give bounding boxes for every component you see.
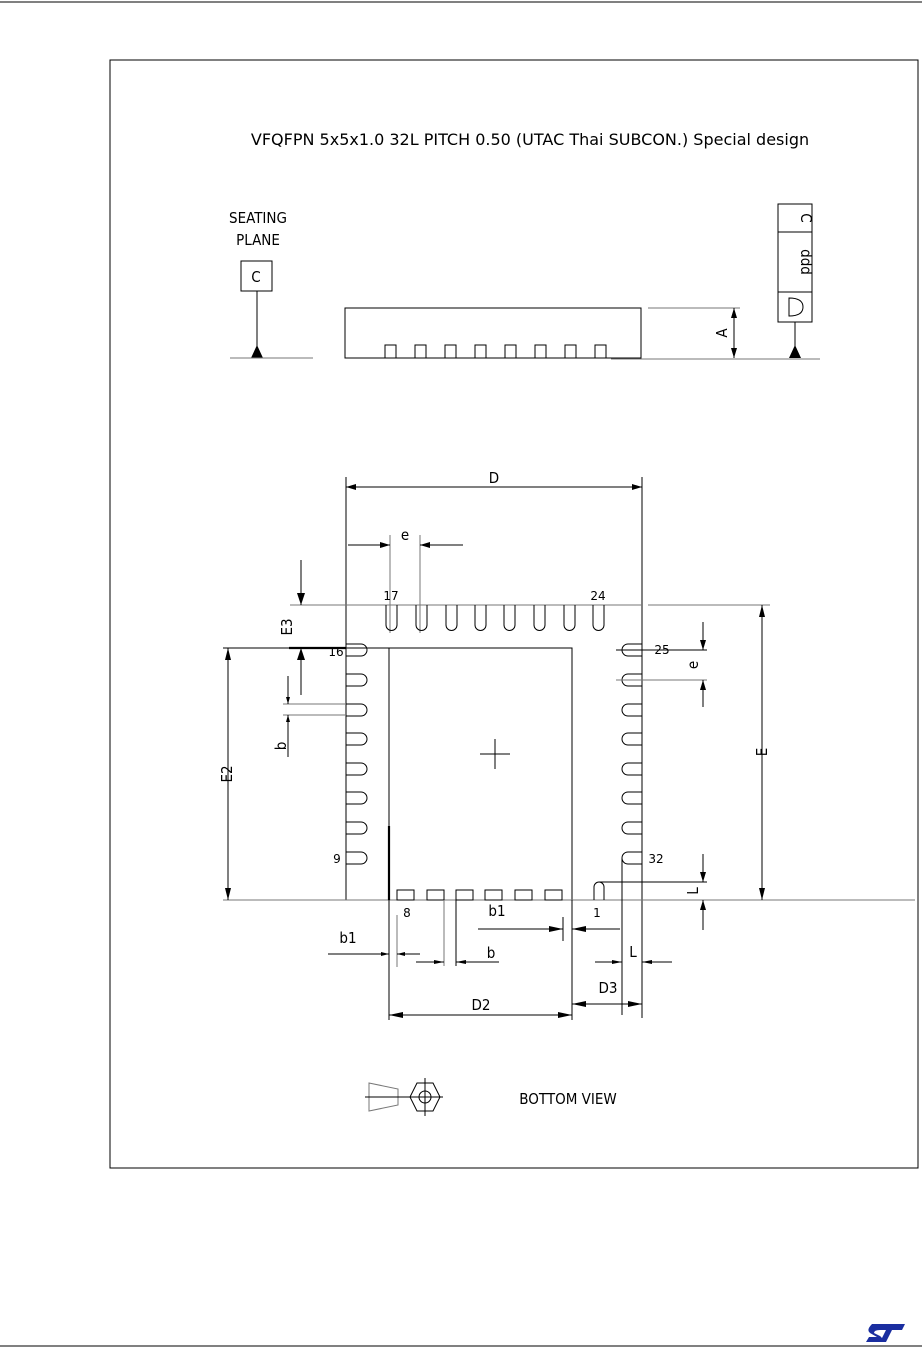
drawing-title: VFQFPN 5x5x1.0 32L PITCH 0.50 (UTAC Thai…: [251, 130, 809, 149]
projection-symbol-icon: [365, 1078, 443, 1116]
seating-plane-label-2: PLANE: [236, 231, 280, 249]
dim-l-right-label: L: [684, 887, 702, 895]
view-label: BOTTOM VIEW: [519, 1090, 616, 1108]
dim-e-top-label: e: [401, 526, 409, 544]
dim-d-label: D: [489, 469, 499, 487]
pin-9-label: 9: [333, 852, 341, 866]
pin-32-label: 32: [648, 852, 663, 866]
pin-1-lead: [593, 881, 605, 900]
st-logo: [866, 1324, 905, 1342]
pin-24-label: 24: [590, 589, 605, 603]
right-leads: [621, 643, 642, 865]
dim-l-bottom-label: L: [629, 943, 637, 961]
control-frame-datum: C: [797, 213, 815, 222]
bottom-view: D e 17 24 E3: [218, 469, 915, 1116]
pin-1-label: 1: [593, 906, 601, 920]
dim-b-left-label: b: [272, 742, 290, 751]
seating-plane-label-1: SEATING: [229, 209, 287, 227]
pin-16-label: 16: [328, 645, 343, 659]
dim-a-label: A: [713, 328, 731, 338]
dim-e3-label: E3: [278, 618, 296, 635]
dim-e-label: E: [753, 748, 771, 757]
dim-b1-left-label: b1: [339, 929, 356, 947]
figure-frame: [109, 59, 919, 1169]
side-view: SEATING PLANE C A C ddd: [229, 203, 820, 360]
dim-d3-label: D3: [599, 979, 618, 997]
exposed-pad: [388, 647, 573, 901]
dim-e-right-label: e: [684, 661, 702, 669]
dim-d2-label: D2: [472, 996, 491, 1014]
left-leads: [346, 643, 368, 865]
dim-b1-bottom-label: b1: [488, 902, 505, 920]
pin-17-label: 17: [383, 589, 398, 603]
bottom-leads: [396, 889, 563, 901]
datum-c-label: C: [251, 268, 260, 286]
coplanarity-icon: [788, 297, 804, 317]
datum-triangle-icon: [251, 345, 263, 358]
dim-e2-label: E2: [218, 765, 236, 782]
dim-b-bottom-label: b: [487, 944, 496, 962]
flatness-control-frame: C ddd: [777, 203, 815, 358]
side-leads: [384, 344, 607, 359]
pin-8-label: 8: [403, 906, 411, 920]
package-body-side: [344, 307, 642, 359]
control-frame-tolerance: ddd: [797, 249, 815, 275]
top-leads: [385, 605, 605, 631]
